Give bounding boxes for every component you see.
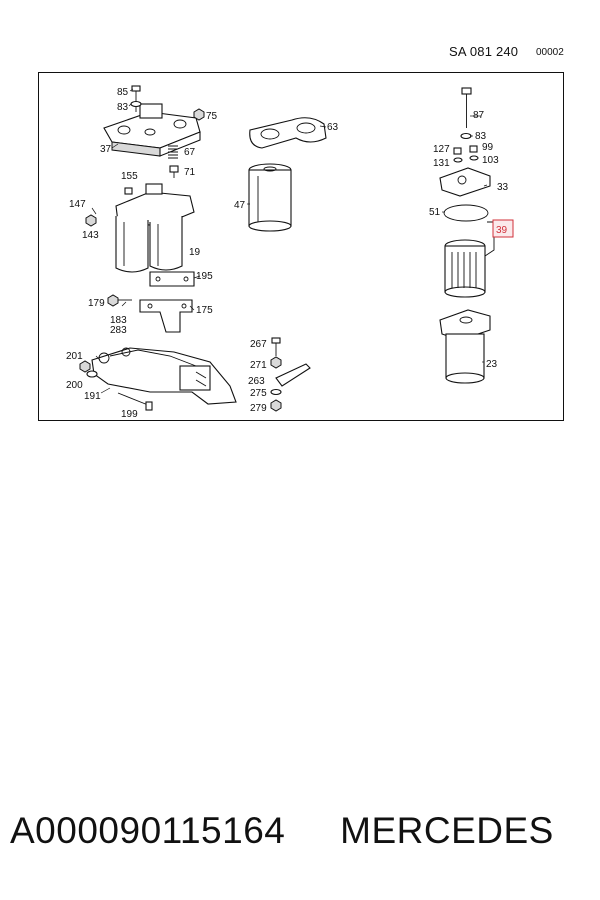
bracket-175 — [139, 299, 193, 333]
callout-99: 99 — [482, 142, 494, 153]
filter-element-39 — [444, 239, 486, 298]
nut-143 — [85, 214, 97, 227]
filter-housing-23 — [439, 309, 491, 384]
clip-263 — [275, 363, 311, 387]
callout-127: 127 — [433, 144, 450, 155]
nut-201 — [79, 360, 91, 373]
leader-lines — [91, 88, 488, 394]
plate-195 — [149, 271, 195, 287]
washer-131 — [453, 157, 463, 163]
callout-103: 103 — [482, 155, 499, 166]
brand-name: MERCEDES — [340, 810, 554, 851]
twin-filter-19 — [115, 183, 195, 273]
washer-83-right — [460, 132, 472, 140]
diagram-frame — [38, 72, 564, 421]
callout-201: 201 — [66, 351, 83, 362]
plug-127 — [453, 147, 462, 155]
bolt-179 — [107, 294, 132, 307]
nut-271 — [270, 356, 282, 369]
nut-279 — [270, 399, 282, 412]
callout-83-right: 83 — [475, 131, 487, 142]
callout-155: 155 — [121, 171, 138, 182]
plug-99 — [469, 145, 478, 153]
spring-67 — [168, 145, 178, 159]
callout-143: 143 — [82, 230, 99, 241]
washer-83 — [130, 100, 142, 108]
callout-83: 83 — [117, 102, 129, 113]
callout-47: 47 — [234, 200, 246, 211]
callout-199: 199 — [121, 409, 138, 420]
callout-191: 191 — [84, 391, 101, 402]
bolt-199 — [117, 392, 153, 411]
filter-cartridge-47 — [248, 163, 292, 232]
callout-23: 23 — [486, 359, 498, 370]
callout-263: 263 — [248, 376, 265, 387]
filter-head-37 — [103, 103, 201, 157]
callout-39-box — [492, 219, 514, 238]
callout-37: 37 — [100, 144, 112, 155]
filter-head-33 — [439, 167, 491, 197]
callout-87: 87 — [473, 110, 485, 121]
callout-75: 75 — [206, 111, 218, 122]
bolt-267 — [271, 337, 281, 356]
nut-75 — [193, 108, 205, 121]
diagram-code: SA 081 240 — [449, 44, 519, 59]
callout-183: 183 — [110, 315, 127, 326]
plug-71 — [169, 165, 179, 178]
callout-279: 279 — [250, 403, 267, 414]
callout-39: 39 — [496, 225, 508, 236]
bolt-85 — [131, 85, 141, 112]
parts-diagram: 85 83 75 37 67 71 155 147 143 19 195 179… — [38, 72, 564, 421]
mounting-bracket-191 — [91, 347, 237, 405]
seal-ring-51 — [443, 204, 489, 222]
washer-200 — [86, 370, 98, 378]
callout-71: 71 — [184, 167, 196, 178]
callout-33: 33 — [497, 182, 509, 193]
callout-179: 179 — [88, 298, 105, 309]
callout-267: 267 — [250, 339, 267, 350]
callout-67: 67 — [184, 147, 196, 158]
callout-19: 19 — [189, 247, 201, 258]
callout-271: 271 — [250, 360, 267, 371]
footer: A000090115164 MERCEDES — [10, 810, 600, 852]
plug-155 — [124, 187, 133, 195]
bolt-87 — [461, 87, 472, 128]
callout-283: 283 — [110, 325, 127, 336]
diagram-sub-code: 00002 — [536, 47, 564, 58]
washer-103 — [469, 155, 479, 161]
callout-147: 147 — [69, 199, 86, 210]
callout-63: 63 — [327, 122, 339, 133]
filter-bracket-63 — [249, 117, 327, 149]
callout-275: 275 — [250, 388, 267, 399]
part-number: A000090115164 — [10, 810, 286, 851]
callout-200: 200 — [66, 380, 83, 391]
callout-175: 175 — [196, 305, 213, 316]
callout-51: 51 — [429, 207, 441, 218]
callout-131: 131 — [433, 158, 450, 169]
washer-275 — [270, 388, 282, 396]
callout-195: 195 — [196, 271, 213, 282]
callout-85: 85 — [117, 87, 129, 98]
